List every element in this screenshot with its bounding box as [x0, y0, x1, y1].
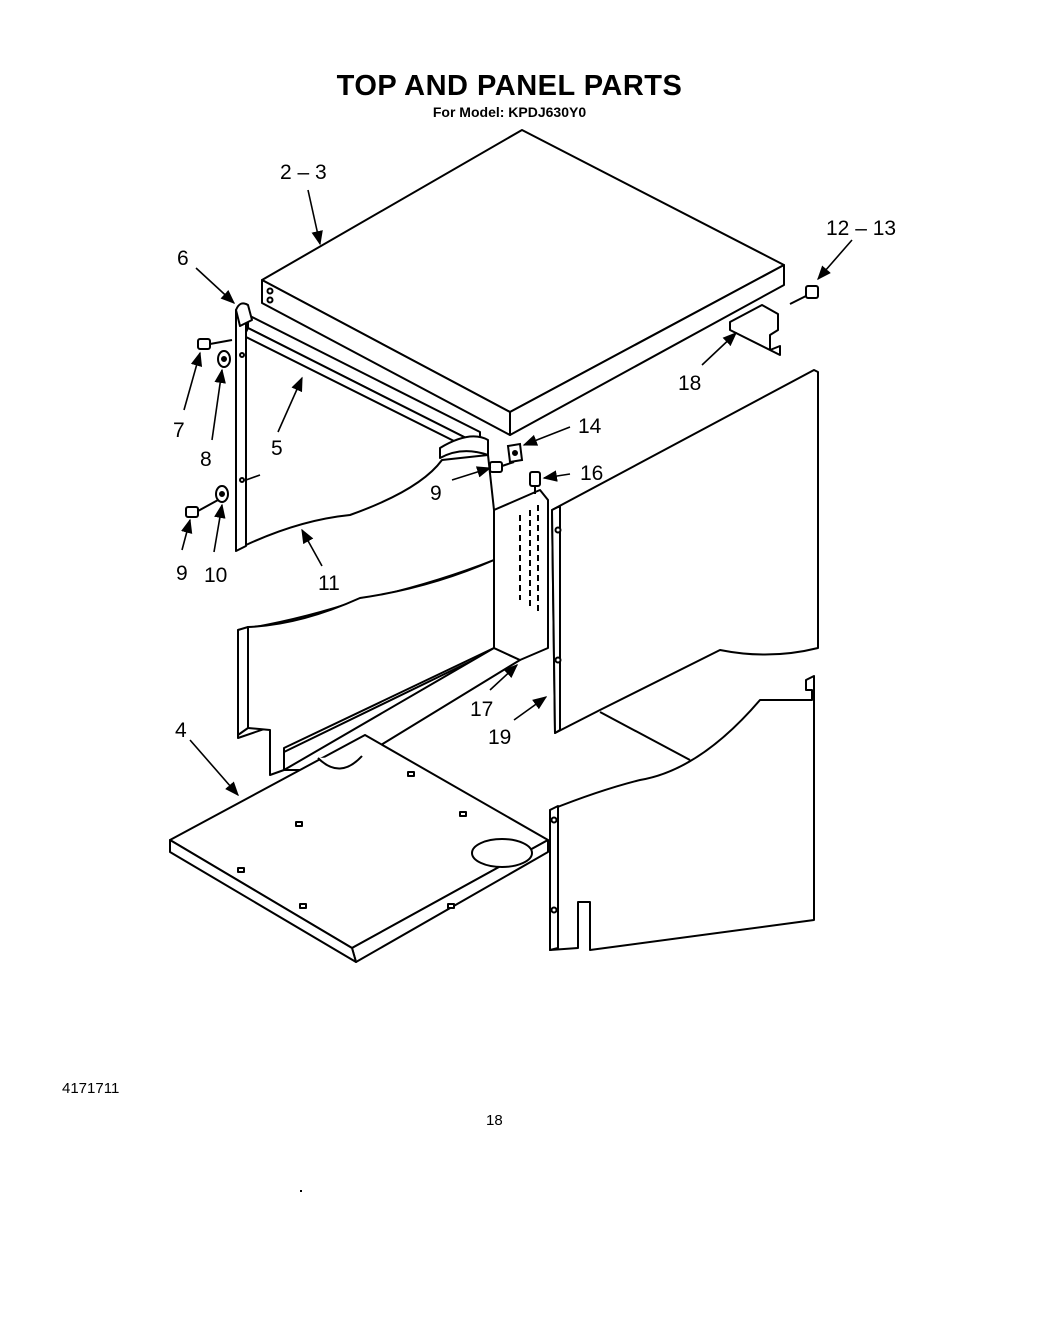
lower-side-panel — [237, 559, 521, 776]
leader-11-tick — [245, 474, 261, 481]
callout-16: 16 — [580, 462, 603, 485]
leader-12-13 — [817, 239, 853, 281]
callout-9-left: 9 — [176, 562, 188, 585]
left-side-strip — [235, 302, 253, 552]
callout-4: 4 — [175, 719, 187, 742]
document-number: 4171711 — [62, 1080, 120, 1097]
leader-19 — [513, 696, 548, 721]
screw-7 — [197, 338, 233, 350]
leader-11 — [301, 528, 323, 567]
leader-18 — [701, 332, 738, 366]
leader-6 — [195, 267, 236, 304]
leader-14 — [522, 426, 571, 446]
leader-16 — [542, 470, 571, 482]
callout-6: 6 — [177, 247, 189, 270]
screw-16 — [529, 471, 541, 494]
leader-5 — [277, 376, 303, 433]
hardware — [185, 285, 819, 518]
right-side-panel-lower — [549, 675, 815, 951]
leader-4 — [189, 739, 239, 797]
rear-channel — [493, 489, 549, 661]
callout-18: 18 — [678, 372, 701, 395]
callout-2-3: 2 – 3 — [280, 161, 327, 184]
right-side-panel-upper — [551, 369, 819, 734]
leader-9-left — [181, 518, 193, 551]
model-subtitle: For Model: KPDJ630Y0 — [432, 104, 587, 120]
page-title: TOP AND PANEL PARTS — [336, 70, 683, 102]
callout-7: 7 — [173, 419, 185, 442]
rear-bracket-18 — [729, 304, 781, 356]
callout-14: 14 — [578, 415, 602, 438]
callout-19: 19 — [488, 726, 511, 749]
screw-9-right — [489, 461, 515, 473]
callout-5: 5 — [271, 437, 283, 460]
screw-9-left — [185, 499, 219, 518]
leader-17 — [489, 664, 519, 691]
leader-8 — [211, 368, 226, 441]
washer-8 — [217, 350, 231, 368]
leader-9-right — [451, 466, 492, 481]
callout-9-right: 9 — [430, 482, 442, 505]
washer-10 — [215, 485, 229, 503]
scan-speck — [300, 1190, 302, 1192]
callout-10: 10 — [204, 564, 227, 587]
leader-10 — [213, 503, 226, 553]
leader-7 — [183, 351, 203, 411]
bottom-plate — [169, 734, 549, 963]
callout-17: 17 — [470, 698, 493, 721]
leader-2-3 — [307, 189, 323, 246]
clip-14 — [506, 442, 524, 464]
callout-8: 8 — [200, 448, 212, 471]
top-panel — [261, 129, 785, 436]
callout-11: 11 — [318, 572, 340, 595]
screw-12-13 — [789, 285, 819, 305]
callout-12-13: 12 – 13 — [826, 217, 896, 240]
page-number: 18 — [486, 1112, 503, 1129]
